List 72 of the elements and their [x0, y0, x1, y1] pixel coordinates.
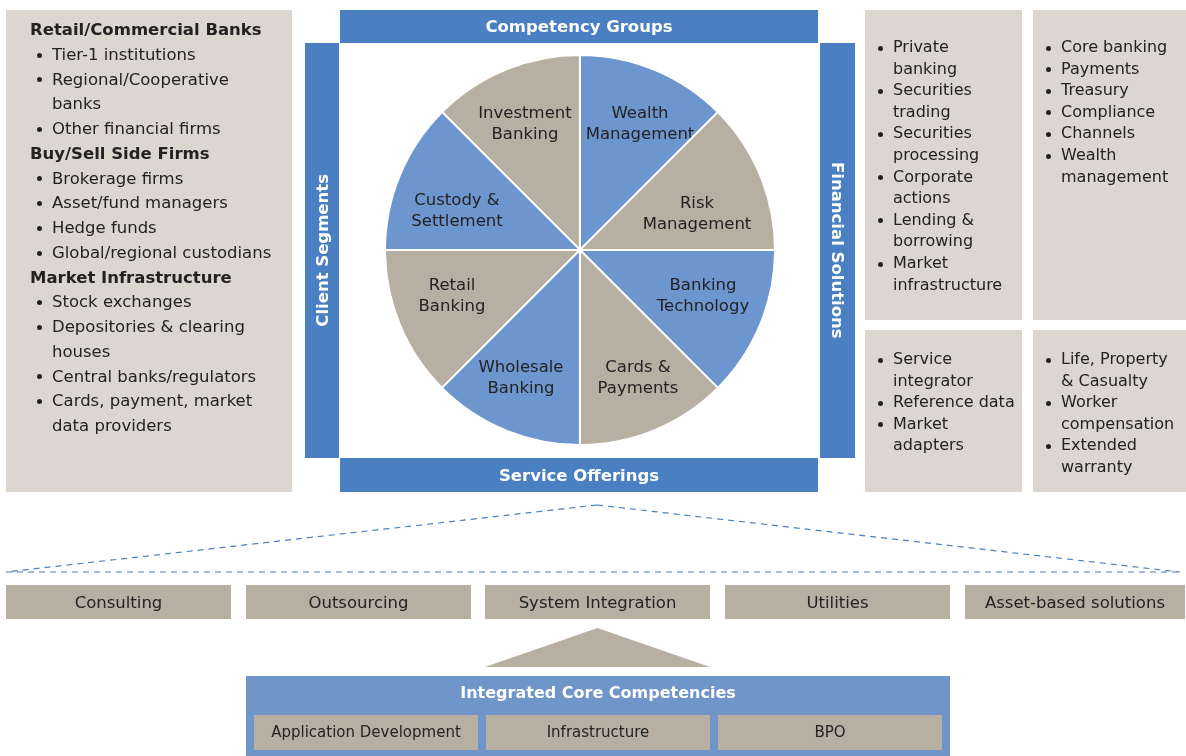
- support-triangle: [485, 628, 710, 667]
- offering-box: [246, 585, 471, 619]
- list-item: Securities processing: [893, 122, 981, 166]
- box-label: BPO: [814, 724, 846, 741]
- slice-label: Wholesale Banking: [477, 355, 565, 399]
- competency-box: [486, 715, 710, 750]
- list-item: Market infrastructure: [893, 251, 1004, 296]
- segment-panel: [6, 10, 292, 492]
- list-item: Global/regional custodians: [52, 241, 272, 264]
- slice-label: Custody & Settlement: [410, 188, 504, 232]
- box-label: System Integration: [518, 592, 677, 612]
- list-item: Hedge funds: [52, 217, 157, 239]
- list-item: Other financial firms: [52, 118, 221, 140]
- slice-label: Wealth Management: [584, 101, 696, 145]
- box-label: Infrastructure: [546, 724, 650, 741]
- offering-box: [965, 585, 1185, 619]
- list-item: Central banks/regulators: [52, 365, 257, 388]
- band: [820, 43, 855, 458]
- list-item: Worker compensation: [1061, 391, 1176, 435]
- list-item: Wealth management: [1061, 143, 1170, 188]
- list-item: Channels: [1061, 122, 1136, 144]
- list-item: Depositories & clearing houses: [52, 316, 246, 363]
- list-item: Lending & borrowing: [893, 208, 976, 252]
- band: [340, 10, 818, 43]
- list-item: Compliance: [1061, 100, 1156, 123]
- competency-box: [254, 715, 478, 750]
- list-item: Stock exchanges: [52, 291, 192, 314]
- solutions-panel: [865, 330, 1022, 492]
- list-item: Service integrator: [893, 348, 974, 392]
- slice-label: Risk Management: [641, 191, 753, 235]
- list-item: Life, Property & Casualty: [1061, 348, 1169, 392]
- list-item: Securities trading: [893, 79, 973, 123]
- list-heading: Buy/Sell Side Firms: [30, 142, 211, 165]
- list-heading: Market Infrastructure: [30, 266, 233, 289]
- competency-panel: [246, 676, 950, 756]
- box-label: Asset-based solutions: [984, 592, 1165, 612]
- box-label: Application Development: [271, 724, 461, 741]
- band-title: Competency Groups: [485, 17, 673, 36]
- slice-label: Cards & Payments: [596, 355, 680, 399]
- band-title: Service Offerings: [498, 465, 660, 485]
- panel-title: Integrated Core Competencies: [459, 683, 737, 702]
- band-title: Client Segments: [312, 174, 332, 327]
- band: [340, 458, 818, 492]
- box-label: Outsourcing: [308, 592, 409, 612]
- list-item: Cards, payment, market data providers: [52, 390, 254, 437]
- slice-label: Banking Technology: [655, 273, 751, 317]
- solutions-panel: [1033, 330, 1186, 492]
- solutions-panel: [865, 10, 1022, 320]
- offering-box: [725, 585, 950, 619]
- list-item: Payments: [1061, 57, 1140, 80]
- band: [305, 43, 339, 458]
- slice-label: Retail Banking: [417, 273, 487, 317]
- list-item: Tier-1 institutions: [52, 43, 196, 66]
- slice-label: Investment Banking: [477, 101, 573, 145]
- list-item: Asset/fund managers: [52, 192, 228, 215]
- list-item: Private banking: [893, 36, 959, 80]
- band-title: Financial Solutions: [828, 162, 847, 339]
- offering-box: [485, 585, 710, 619]
- competency-box: [718, 715, 942, 750]
- list-heading: Retail/Commercial Banks: [30, 19, 263, 41]
- box-label: Utilities: [806, 592, 869, 612]
- list-item: Brokerage firms: [52, 167, 184, 190]
- list-item: Treasury: [1061, 79, 1129, 101]
- list-item: Corporate actions: [893, 165, 974, 209]
- list-item: Reference data: [893, 391, 1015, 413]
- list-item: Core banking: [1061, 36, 1168, 58]
- list-item: Regional/Cooperative banks: [52, 68, 230, 116]
- offering-box: [6, 585, 231, 619]
- list-item: Market adapters: [893, 412, 965, 456]
- box-label: Consulting: [74, 592, 163, 612]
- list-item: Extended warranty: [1061, 434, 1138, 478]
- solutions-panel: [1033, 10, 1186, 320]
